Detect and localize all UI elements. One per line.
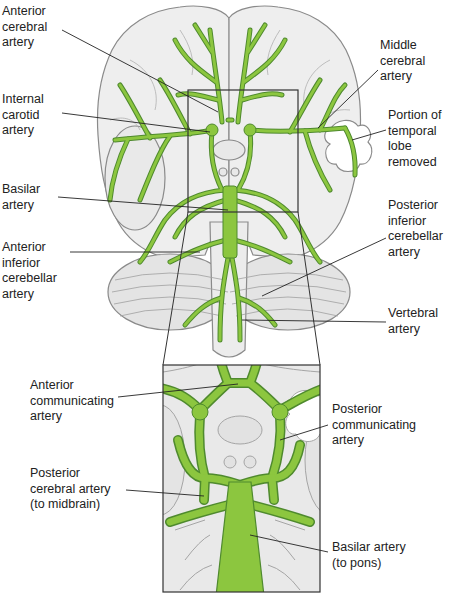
part-label: Posterior cerebral artery (to midbrain) <box>30 466 126 513</box>
carotid-stump <box>206 124 218 136</box>
part-label: Posterior communicating artery <box>332 402 424 449</box>
part-label: Anterior communicating artery <box>30 378 122 425</box>
leader-lines <box>58 30 386 552</box>
mammillary-body <box>231 168 239 176</box>
optic-chiasm <box>213 140 245 160</box>
carotid-stump <box>272 404 288 420</box>
part-label: Basilar artery <box>2 182 57 213</box>
brain <box>98 6 372 357</box>
part-label: Internal carotid artery <box>2 92 60 139</box>
folia <box>112 273 346 316</box>
part-label: Anterior inferior cerebellar artery <box>2 240 70 302</box>
sulci <box>110 20 350 130</box>
carotid-stump <box>192 404 208 420</box>
part-label: Basilar artery (to pons) <box>332 540 422 571</box>
carotid-stump <box>244 124 256 136</box>
part-label: Anterior cerebral artery <box>2 4 64 51</box>
part-label: Portion of temporal lobe removed <box>388 108 458 170</box>
zoom-frame <box>188 90 298 212</box>
inset-frame <box>163 365 320 592</box>
zoom-guide <box>163 212 320 365</box>
part-label: Posterior inferior cerebellar artery <box>388 198 458 260</box>
artery-outline <box>110 25 355 340</box>
basilar-artery <box>216 482 264 592</box>
basilar-artery <box>223 186 237 258</box>
part-label: Middle cerebral artery <box>380 38 446 85</box>
mammillary-body <box>219 168 227 176</box>
part-label: Vertebral artery <box>388 306 448 337</box>
inset-view <box>163 365 320 592</box>
